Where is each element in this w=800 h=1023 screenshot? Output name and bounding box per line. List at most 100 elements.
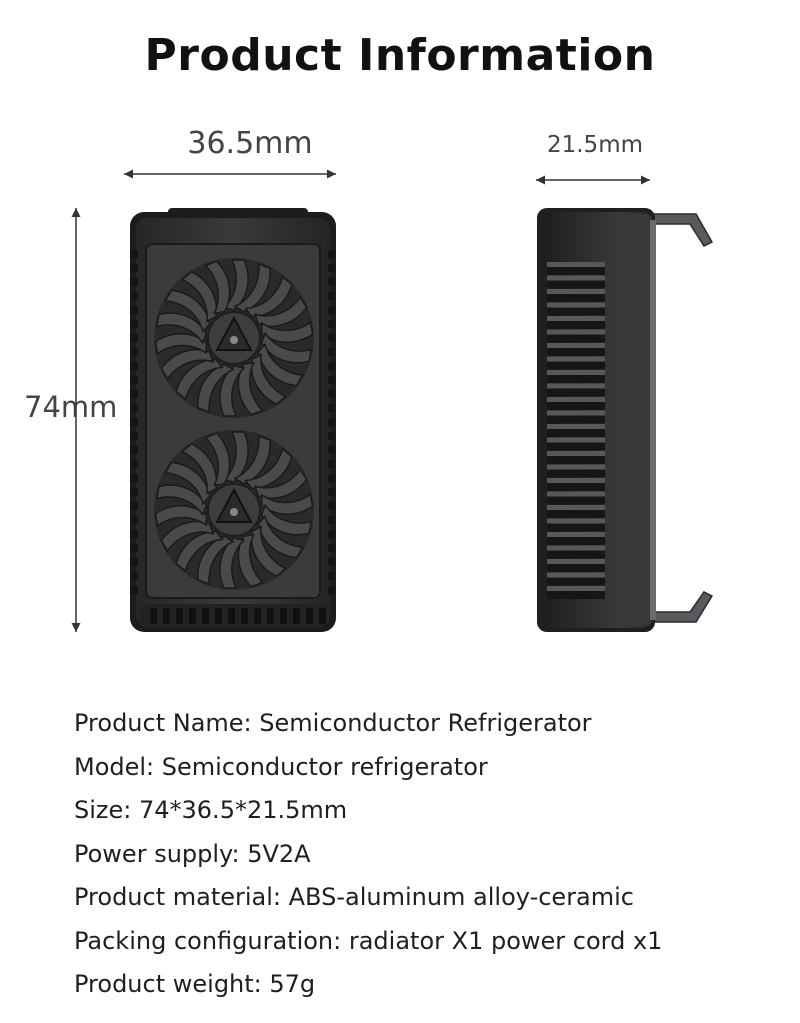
side-rib (131, 362, 138, 370)
fan-icon (154, 430, 314, 590)
side-rib (131, 488, 138, 496)
fan-blade (244, 275, 293, 318)
cooling-fin-gap (547, 537, 605, 545)
fan-blade (175, 358, 224, 401)
fan-blade (237, 361, 264, 416)
side-rib (131, 390, 138, 398)
fan-blade (257, 342, 304, 387)
cooling-fin (547, 397, 605, 402)
triangle-logo-icon (215, 315, 253, 351)
side-rib (131, 516, 138, 524)
spec-list: Product Name: Semiconductor Refrigerator… (74, 702, 662, 1007)
fan-blade (219, 537, 246, 589)
side-rib (328, 404, 335, 412)
spec-model: Model: Semiconductor refrigerator (74, 752, 488, 781)
fan-blade (154, 505, 208, 527)
side-rib (328, 432, 335, 440)
fan-blade (260, 503, 313, 536)
bottom-slot (254, 608, 261, 624)
cooling-fin-gap (547, 523, 605, 532)
cooling-fin (547, 424, 605, 429)
cooling-fin-gap (547, 307, 605, 316)
cooling-fin (547, 491, 605, 497)
bottom-slot (267, 608, 274, 624)
side-rib (131, 502, 138, 510)
side-rib (131, 460, 138, 468)
fan-blade (180, 270, 218, 323)
side-rib (328, 474, 335, 482)
side-rib (131, 334, 138, 342)
side-rib (328, 502, 335, 510)
side-rib (131, 474, 138, 482)
cooling-fin-gap (547, 429, 605, 437)
cooling-fin-gap (547, 334, 605, 343)
fan-blade (164, 461, 211, 506)
bottom-slot (293, 608, 300, 624)
side-rib (328, 348, 335, 356)
side-rib (131, 404, 138, 412)
side-rib (131, 278, 138, 286)
side-rib (328, 250, 335, 258)
side-rib (328, 516, 335, 524)
fan-blade (180, 442, 218, 495)
cooling-fin (547, 545, 605, 551)
side-rib (328, 376, 335, 384)
cooling-fin (547, 478, 605, 483)
side-rib (328, 544, 335, 552)
side-rib (131, 264, 138, 272)
front-view-device (130, 208, 336, 632)
cooling-fin (547, 572, 605, 578)
side-rib (328, 460, 335, 468)
fan-blade (253, 295, 308, 328)
fan-blade (237, 533, 264, 588)
fan-blade (160, 348, 215, 381)
product-illustration (71, 169, 714, 632)
bottom-slot (176, 608, 183, 624)
fan-blade (233, 434, 271, 485)
cooling-fin-gap (547, 483, 605, 491)
cooling-fin-gap (547, 280, 605, 289)
cooling-fin-gap (547, 388, 605, 397)
side-rib (328, 390, 335, 398)
spec-product-name: Product Name: Semiconductor Refrigerator (74, 709, 592, 737)
fan-blade (204, 432, 231, 487)
fan-blade (222, 259, 249, 311)
bottom-slot (306, 608, 313, 624)
bottom-slot (163, 608, 170, 624)
cooling-fin (547, 370, 605, 375)
cooling-fin (547, 518, 605, 524)
spec-weight: Product weight: 57g (74, 970, 316, 998)
side-rib (131, 572, 138, 580)
cooling-fin (547, 262, 605, 267)
cooling-fin (547, 586, 605, 591)
spec-power-supply: Power supply: 5V2A (74, 839, 311, 868)
bottom-slot (228, 608, 235, 624)
bottom-slot (150, 608, 157, 624)
side-rib (328, 292, 335, 300)
cooling-fin-gap (547, 442, 605, 451)
side-rib (131, 250, 138, 258)
cooling-fin (547, 289, 605, 294)
side-rib (328, 418, 335, 426)
cooling-fin (547, 464, 605, 470)
side-rib (131, 320, 138, 328)
side-rib (131, 432, 138, 440)
width-dimension-label: 36.5mm (187, 126, 313, 161)
cooling-fin-gap (547, 294, 605, 302)
fan-blade (244, 447, 293, 490)
fan-blade (253, 467, 308, 500)
side-rib (328, 278, 335, 286)
side-rib (328, 334, 335, 342)
fan-blade (154, 333, 208, 355)
fan-icon (154, 258, 314, 418)
cooling-fin (547, 356, 605, 362)
cooling-fin (547, 275, 605, 281)
cooling-fin (547, 532, 605, 537)
side-rib (131, 348, 138, 356)
cooling-fin (547, 383, 605, 389)
side-rib (131, 446, 138, 454)
fan-blade (222, 431, 249, 483)
side-rib (131, 376, 138, 384)
fan-blade (160, 520, 215, 553)
cooling-fin-gap (547, 361, 605, 370)
